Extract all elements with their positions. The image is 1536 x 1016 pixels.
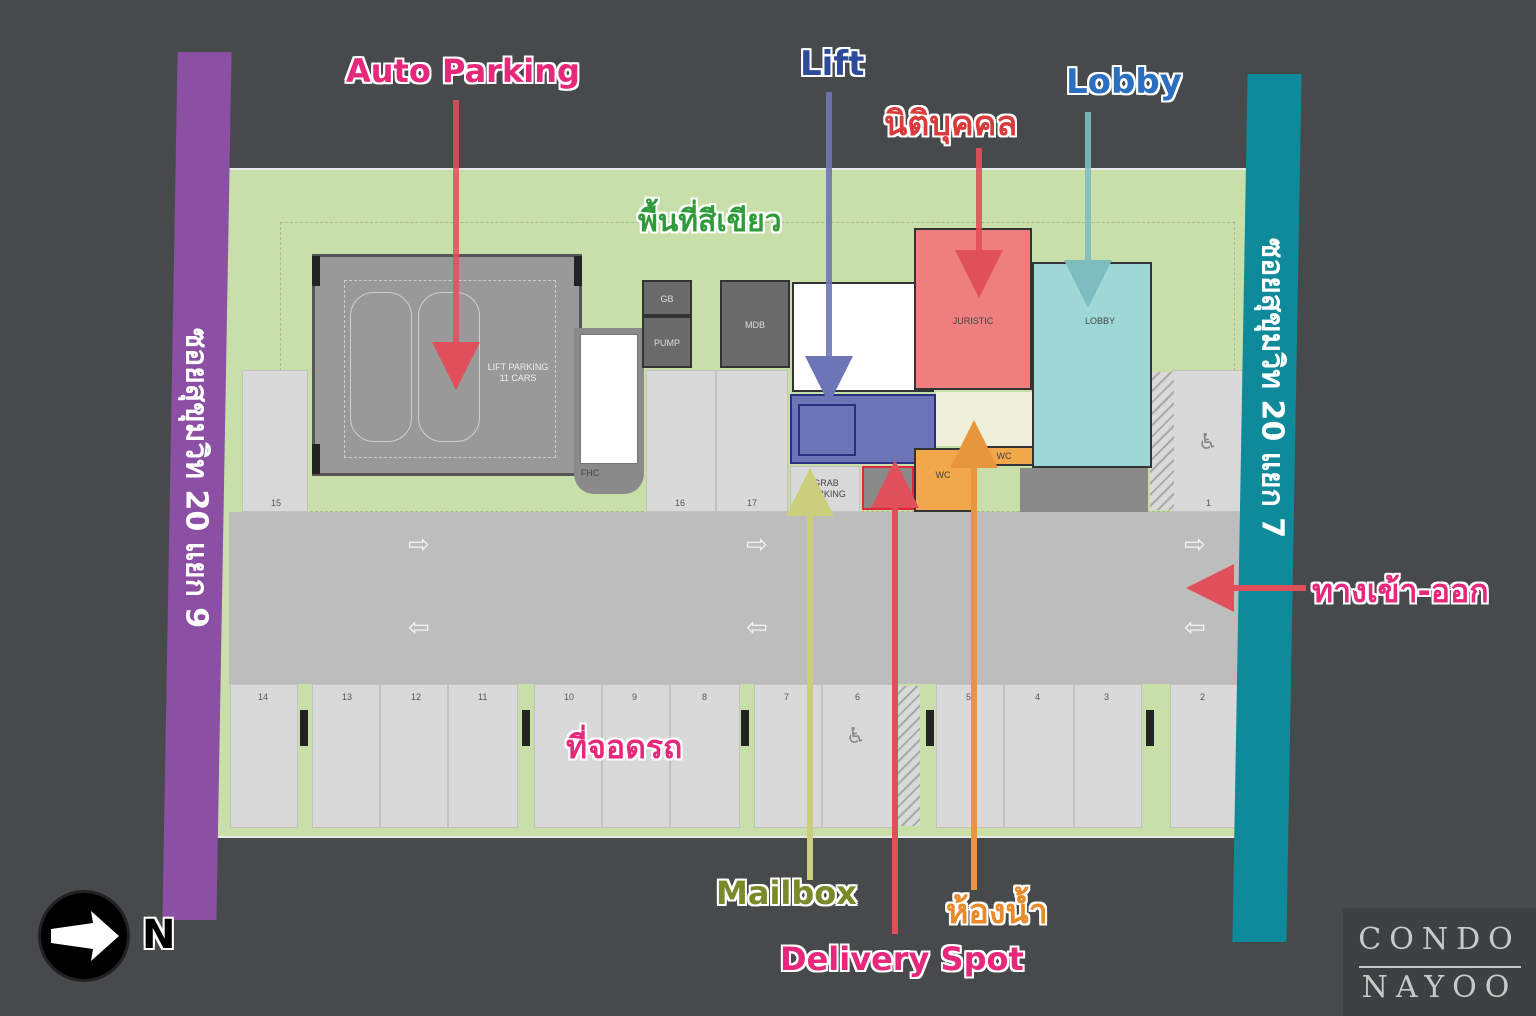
delivery-spot-callout: Delivery Spot	[780, 940, 1024, 978]
parking-slot-2	[1170, 684, 1242, 828]
parking-slot-10	[534, 684, 602, 828]
bollard	[741, 710, 749, 746]
arrow-right-icon	[51, 911, 119, 961]
slot-number: 16	[675, 498, 686, 508]
lobby-label: LOBBY	[1084, 316, 1115, 326]
watermark-line1: CONDO	[1358, 922, 1521, 957]
slot-number: 7	[784, 692, 790, 702]
slot-number: 15	[271, 498, 282, 508]
pump-room	[642, 316, 692, 368]
gb-room	[642, 280, 692, 316]
north-label: N	[142, 912, 176, 958]
driveway	[229, 512, 1249, 684]
parking-callout: ที่จอดรถ	[566, 728, 683, 766]
slot-number: 4	[1035, 692, 1041, 702]
slot-number: 8	[702, 692, 708, 702]
parking-slot-12	[380, 684, 448, 828]
flow-left-arrow: ⇦	[1184, 613, 1206, 643]
parking-slot-17	[716, 370, 788, 512]
wc-label-2: WC	[996, 451, 1012, 461]
lobby-callout: Lobby	[1066, 62, 1182, 102]
watermark: CONDO NAYOO	[1343, 908, 1536, 1016]
bollard	[300, 710, 308, 746]
lobby-entry	[1020, 468, 1148, 512]
parking-slot-3	[1074, 684, 1142, 828]
bollard	[574, 256, 582, 286]
parking-slot-16	[646, 370, 716, 512]
auto-parking-callout: Auto Parking	[346, 52, 580, 90]
north-compass	[38, 890, 130, 982]
parking-slot-13	[312, 684, 380, 828]
bollard	[926, 710, 934, 746]
lift-callout: Lift	[800, 44, 865, 84]
bollard	[312, 444, 320, 474]
hatched-zone	[896, 686, 920, 826]
watermark-divider	[1359, 966, 1521, 968]
slot-number: 17	[747, 498, 758, 508]
mailbox-callout: Mailbox	[716, 874, 857, 912]
slot-number: 2	[1200, 692, 1206, 702]
bollard	[1146, 710, 1154, 746]
parking-slot-15	[242, 370, 308, 512]
wc-label-1: WC	[935, 470, 951, 480]
restroom-callout: ห้องน้ำ	[946, 892, 1048, 932]
lift-parking-capacity: 11 CARS	[499, 373, 537, 383]
lift-car	[798, 404, 856, 456]
car-outline	[350, 292, 412, 442]
slot-number: 1	[1206, 498, 1212, 508]
slot-number: 5	[966, 692, 972, 702]
juristic-label: JURISTIC	[952, 316, 994, 326]
bollard	[522, 710, 530, 746]
flow-left-arrow: ⇦	[408, 613, 430, 643]
hatched-zone	[1150, 372, 1174, 510]
fhc-label: FHC	[580, 468, 600, 478]
lift-parking-label: LIFT PARKING	[487, 362, 549, 372]
bollard	[312, 256, 320, 286]
slot-number: 6	[855, 692, 861, 702]
flow-right-arrow: ⇨	[746, 530, 768, 560]
slot-number: 14	[258, 692, 269, 702]
pump-label: PUMP	[653, 338, 680, 348]
flow-right-arrow: ⇨	[1184, 530, 1206, 560]
mdb-label: MDB	[745, 320, 765, 330]
accessible-icon: ♿	[846, 724, 866, 749]
mdb-room	[720, 280, 790, 368]
flow-right-arrow: ⇨	[408, 530, 430, 560]
slot-number: 12	[411, 692, 422, 702]
lift-parking-platform	[344, 280, 556, 458]
slot-number: 9	[632, 692, 638, 702]
parking-slot-4	[1004, 684, 1074, 828]
parking-slot-8	[670, 684, 740, 828]
slot-number: 3	[1104, 692, 1110, 702]
entrance-exit-callout: ทางเข้า-ออก	[1312, 572, 1489, 610]
green-area-callout: พื้นที่สีเขียว	[638, 204, 782, 239]
accessible-icon: ♿	[1198, 430, 1218, 455]
parking-slot-14	[230, 684, 298, 828]
juristic-callout: นิติบุคคล	[884, 104, 1018, 144]
watermark-line2: NAYOO	[1361, 970, 1518, 1005]
gb-label: GB	[660, 294, 674, 304]
slot-number: 11	[478, 692, 488, 702]
slot-number: 13	[342, 692, 353, 702]
parking-slot-11	[448, 684, 518, 828]
slot-number: 10	[564, 692, 575, 702]
stair	[580, 334, 638, 464]
parking-slot-9	[602, 684, 670, 828]
parking-slot-5	[936, 684, 1004, 828]
flow-left-arrow: ⇦	[746, 613, 768, 643]
